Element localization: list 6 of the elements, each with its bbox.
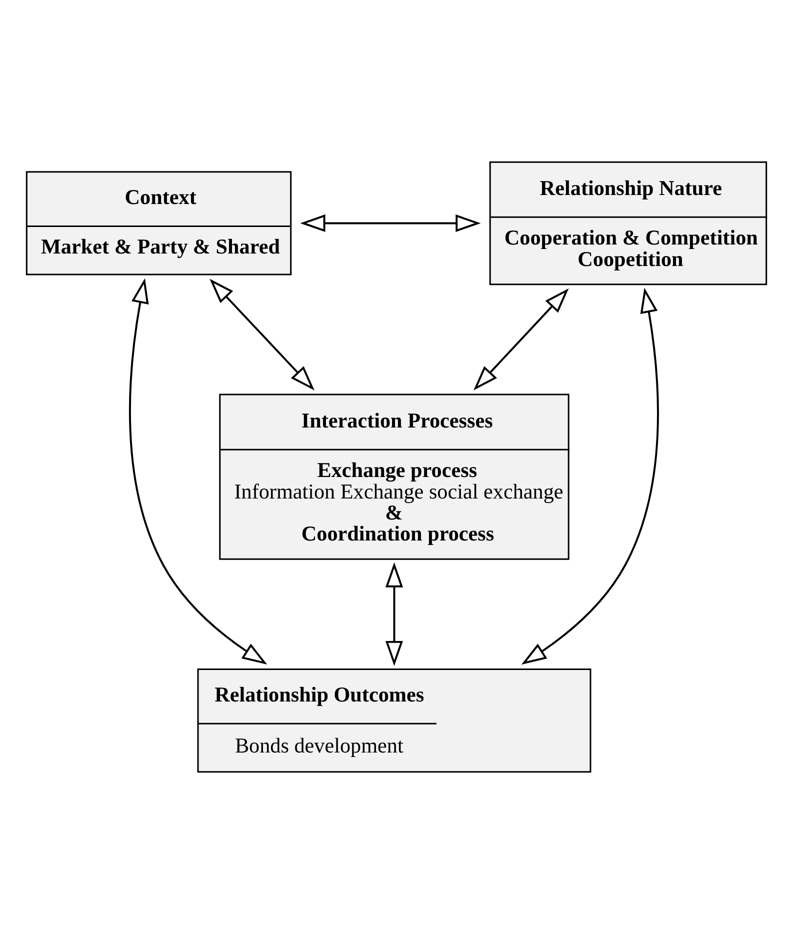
arrow: [474, 288, 569, 390]
arrow: [521, 287, 659, 664]
arrow: [300, 214, 481, 232]
arrow: [129, 278, 268, 664]
arrow: [385, 562, 404, 666]
arrow: [210, 278, 314, 390]
